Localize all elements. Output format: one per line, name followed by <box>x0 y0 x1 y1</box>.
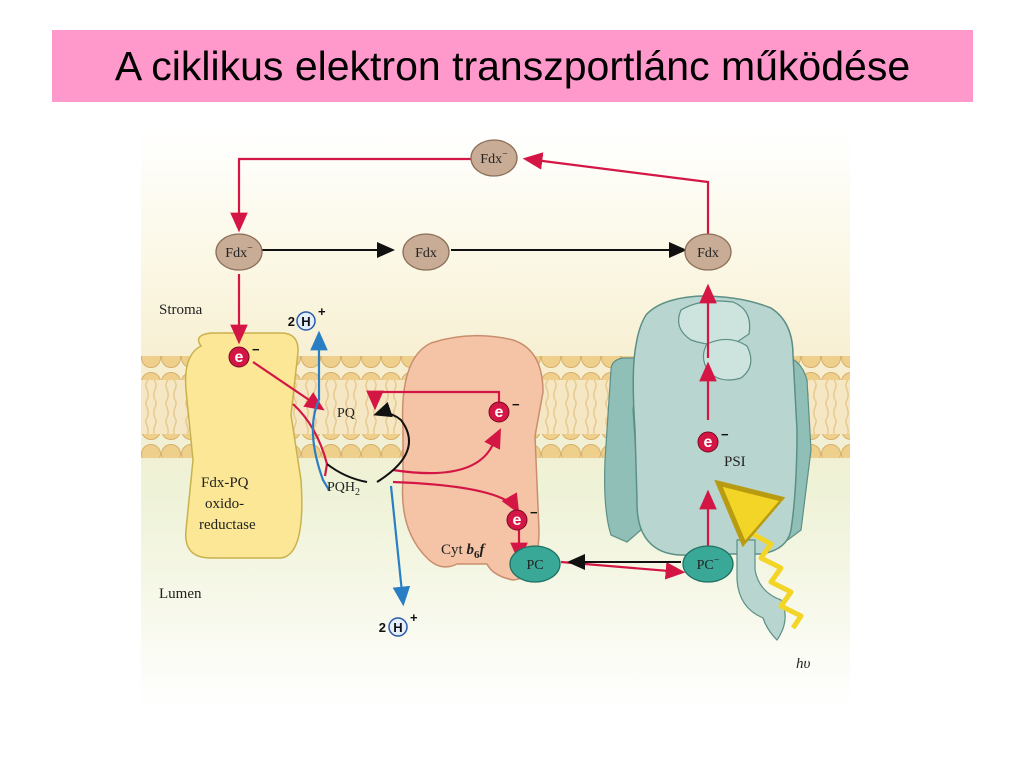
fdx-oxidized-right: Fdx <box>684 233 732 271</box>
pqh2-label: PQH2 <box>327 480 360 498</box>
svg-text:e: e <box>704 434 713 451</box>
electron-badge-cytochrome-upper: e − <box>488 397 520 423</box>
plastocyanin: PC <box>509 545 561 583</box>
svg-text:e: e <box>235 349 244 366</box>
svg-text:+: + <box>318 304 326 319</box>
svg-text:−: − <box>512 397 520 412</box>
electron-badge-psi: e − <box>697 427 729 453</box>
light-energy-label: hυ <box>796 656 811 672</box>
electron-badge-cytochrome-lower: e − <box>506 505 538 531</box>
svg-text:H: H <box>301 314 310 329</box>
svg-text:reductase: reductase <box>199 517 256 533</box>
fdx-oxidized-middle: Fdx <box>402 233 450 271</box>
cyclic-electron-transport-diagram: Stroma Lumen Fdx-PQ oxido- reductase Cyt… <box>141 130 850 708</box>
light-photon-wave <box>745 506 804 630</box>
svg-text:H: H <box>393 620 402 635</box>
svg-text:2: 2 <box>379 620 386 635</box>
stroma-label: Stroma <box>159 302 203 318</box>
title-banner: A ciklikus elektron transzportlánc működ… <box>52 30 973 102</box>
svg-text:PC−: PC− <box>697 555 720 573</box>
lumen-label: Lumen <box>159 586 202 602</box>
plastocyanin-reduced: PC− <box>682 545 734 583</box>
cyt-b6f-label: Cyt b6f <box>441 542 486 561</box>
svg-text:Fdx: Fdx <box>415 246 437 261</box>
svg-text:+: + <box>410 610 418 625</box>
proton-badge-stroma: 2 H + <box>288 304 326 331</box>
diagram-figure: Stroma Lumen Fdx-PQ oxido- reductase Cyt… <box>141 130 850 708</box>
svg-text:−: − <box>530 505 538 520</box>
page-title: A ciklikus elektron transzportlánc működ… <box>114 43 911 89</box>
svg-text:PC: PC <box>526 558 543 573</box>
svg-text:2: 2 <box>288 314 295 329</box>
svg-text:−: − <box>252 342 260 357</box>
proton-badge-lumen: 2 H + <box>379 610 418 637</box>
svg-text:Fdx-PQ: Fdx-PQ <box>201 475 249 491</box>
svg-text:Fdx−: Fdx− <box>480 149 508 167</box>
svg-text:oxido-: oxido- <box>205 496 244 512</box>
psi-label: PSI <box>724 454 746 470</box>
oxidoreductase-label: Fdx-PQ oxido- reductase <box>199 475 256 533</box>
black-flow-arrows <box>257 242 687 570</box>
svg-text:Fdx: Fdx <box>697 246 719 261</box>
fdx-reduced-top: Fdx− <box>470 139 518 177</box>
svg-text:e: e <box>495 404 504 421</box>
fdx-pq-oxidoreductase <box>184 332 303 559</box>
svg-text:e: e <box>513 512 522 529</box>
svg-text:Fdx−: Fdx− <box>225 243 253 261</box>
svg-text:−: − <box>721 427 729 442</box>
fdx-reduced-left: Fdx− <box>215 233 263 271</box>
pq-label: PQ <box>337 406 355 421</box>
proton-flow-paths <box>310 330 411 607</box>
electron-badge-oxidoreductase: e − <box>228 342 260 368</box>
